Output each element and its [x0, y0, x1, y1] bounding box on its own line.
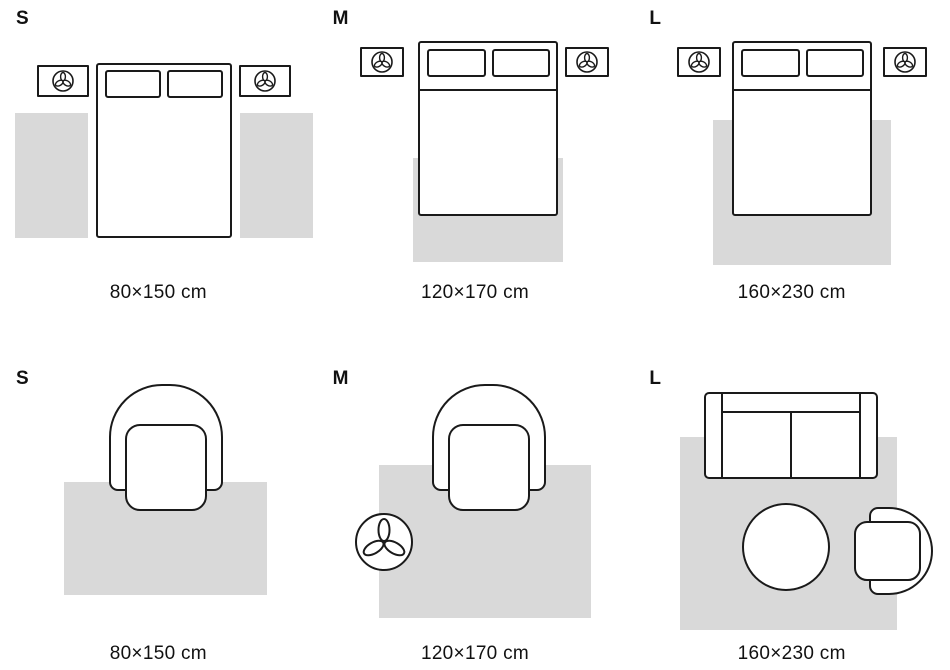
size-label: L: [649, 8, 661, 29]
rug-right-runner: [240, 113, 313, 238]
armchair-seat: [125, 424, 207, 511]
side-armchair-seat: [854, 521, 922, 581]
size-label: S: [16, 8, 29, 29]
plant-icon: [894, 51, 917, 73]
living-l-diagram: [680, 392, 934, 630]
bedroom-row: S: [0, 0, 950, 335]
coffee-table: [742, 503, 831, 591]
pillow-left: [426, 49, 486, 77]
panel-living-s: S 80×150 cm: [0, 335, 317, 670]
side-armchair: [854, 507, 934, 595]
size-label: L: [649, 368, 661, 389]
bed: [96, 63, 232, 238]
size-label: M: [332, 368, 349, 389]
panel-bedroom-m: M: [317, 0, 634, 335]
panel-living-l: L 160×230 cm: [633, 335, 950, 670]
pillow-left: [741, 49, 801, 77]
size-caption: 160×230 cm: [737, 643, 846, 664]
size-caption: 80×150 cm: [109, 282, 207, 303]
pillow-right: [491, 49, 550, 77]
armchair: [109, 384, 223, 511]
plant-icon: [575, 51, 598, 73]
plant-icon: [688, 51, 711, 73]
bed: [732, 41, 873, 216]
size-label: M: [332, 8, 349, 29]
plant-icon: [370, 51, 393, 73]
bedroom-s-diagram: [15, 63, 313, 238]
pillow-right: [167, 70, 223, 98]
size-caption: 120×170 cm: [420, 282, 530, 303]
panel-bedroom-s: S: [0, 0, 317, 335]
armchair-seat: [447, 424, 530, 511]
size-label: S: [16, 368, 29, 389]
rug-left-runner: [15, 113, 88, 238]
pillow-left: [105, 70, 161, 98]
bedroom-l-diagram: [677, 41, 928, 265]
plant-icon: [354, 513, 413, 571]
armchair: [431, 384, 546, 511]
plant-icon: [254, 70, 276, 92]
panel-living-m: M 120×170 cm: [317, 335, 634, 670]
sofa: [704, 392, 879, 479]
bed: [417, 41, 558, 216]
size-caption: 80×150 cm: [109, 643, 207, 664]
plant-icon: [52, 70, 74, 92]
size-caption: 160×230 cm: [737, 282, 846, 303]
living-m-diagram: [354, 384, 591, 618]
size-caption: 120×170 cm: [420, 643, 530, 664]
panel-bedroom-l: L: [633, 0, 950, 335]
bedroom-m-diagram: [359, 41, 609, 262]
living-s-diagram: [64, 384, 267, 595]
living-room-row: S 80×150 cm M: [0, 335, 950, 670]
pillow-right: [806, 49, 865, 77]
